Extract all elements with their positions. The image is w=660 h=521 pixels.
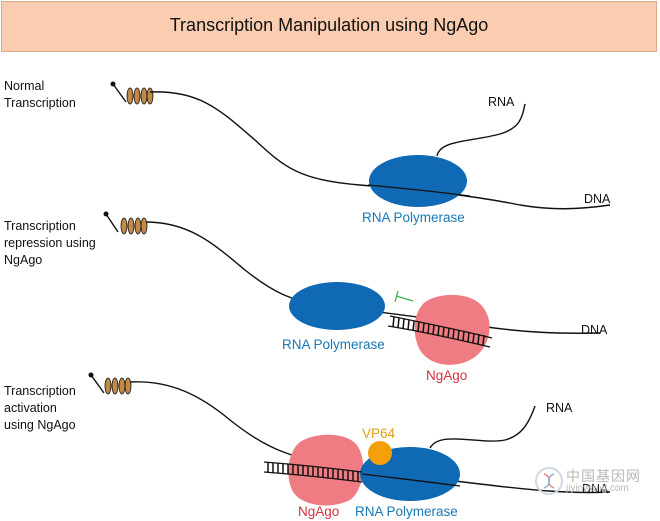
ngago-blob [414,294,490,365]
title-banner: Transcription Manipulation using NgAgo [1,1,657,52]
dna-logo-icon [535,467,563,495]
ngago-label: NgAgo [298,504,339,519]
coil-icon [103,211,148,235]
panel-label-normal: Normal Transcription [4,79,76,110]
coil-icon [88,372,132,395]
polymerase-label: RNA Polymerase [362,210,465,225]
polymerase-label: RNA Polymerase [282,337,385,352]
dna-label: DNA [581,323,608,337]
watermark-en: jiyinwang.com [566,483,629,494]
vp64-domain [368,441,392,465]
dna-label: DNA [582,482,609,496]
panel-activation: RNA DNA VP64 NgAgo RNA Polymerase [88,372,611,519]
coil-icon [110,81,154,105]
ngago-label: NgAgo [426,368,467,383]
diagram-title: Transcription Manipulation using NgAgo [169,15,489,35]
panel-repression: DNA RNA Polymerase NgAgo [103,211,608,383]
inhibition-icon [394,290,414,303]
panel-label-repression: Transcription repression using NgAgo [4,219,96,267]
rna-strand [429,405,536,449]
watermark: 中国基因网 jiyinwang.com [532,466,656,498]
rna-label: RNA [546,401,573,415]
rna-polymerase-shape [289,282,385,330]
ngago-blob [288,434,364,506]
polymerase-label: RNA Polymerase [355,504,458,519]
duplex-ladder [392,316,485,346]
watermark-cn: 中国基因网 [566,468,641,484]
dna-strand-over [361,473,461,487]
rna-polymerase-shape [369,155,467,207]
dna-label: DNA [584,192,611,206]
panel-label-activation: Transcription activation using NgAgo [4,384,76,432]
panel-normal: RNA DNA RNA Polymerase [110,81,611,225]
duplex-ladder [267,462,359,481]
rna-strand [436,103,526,157]
dna-strand-over [367,184,471,197]
rna-label: RNA [488,95,515,109]
vp64-label: VP64 [362,426,396,441]
dna-strand [149,91,611,210]
